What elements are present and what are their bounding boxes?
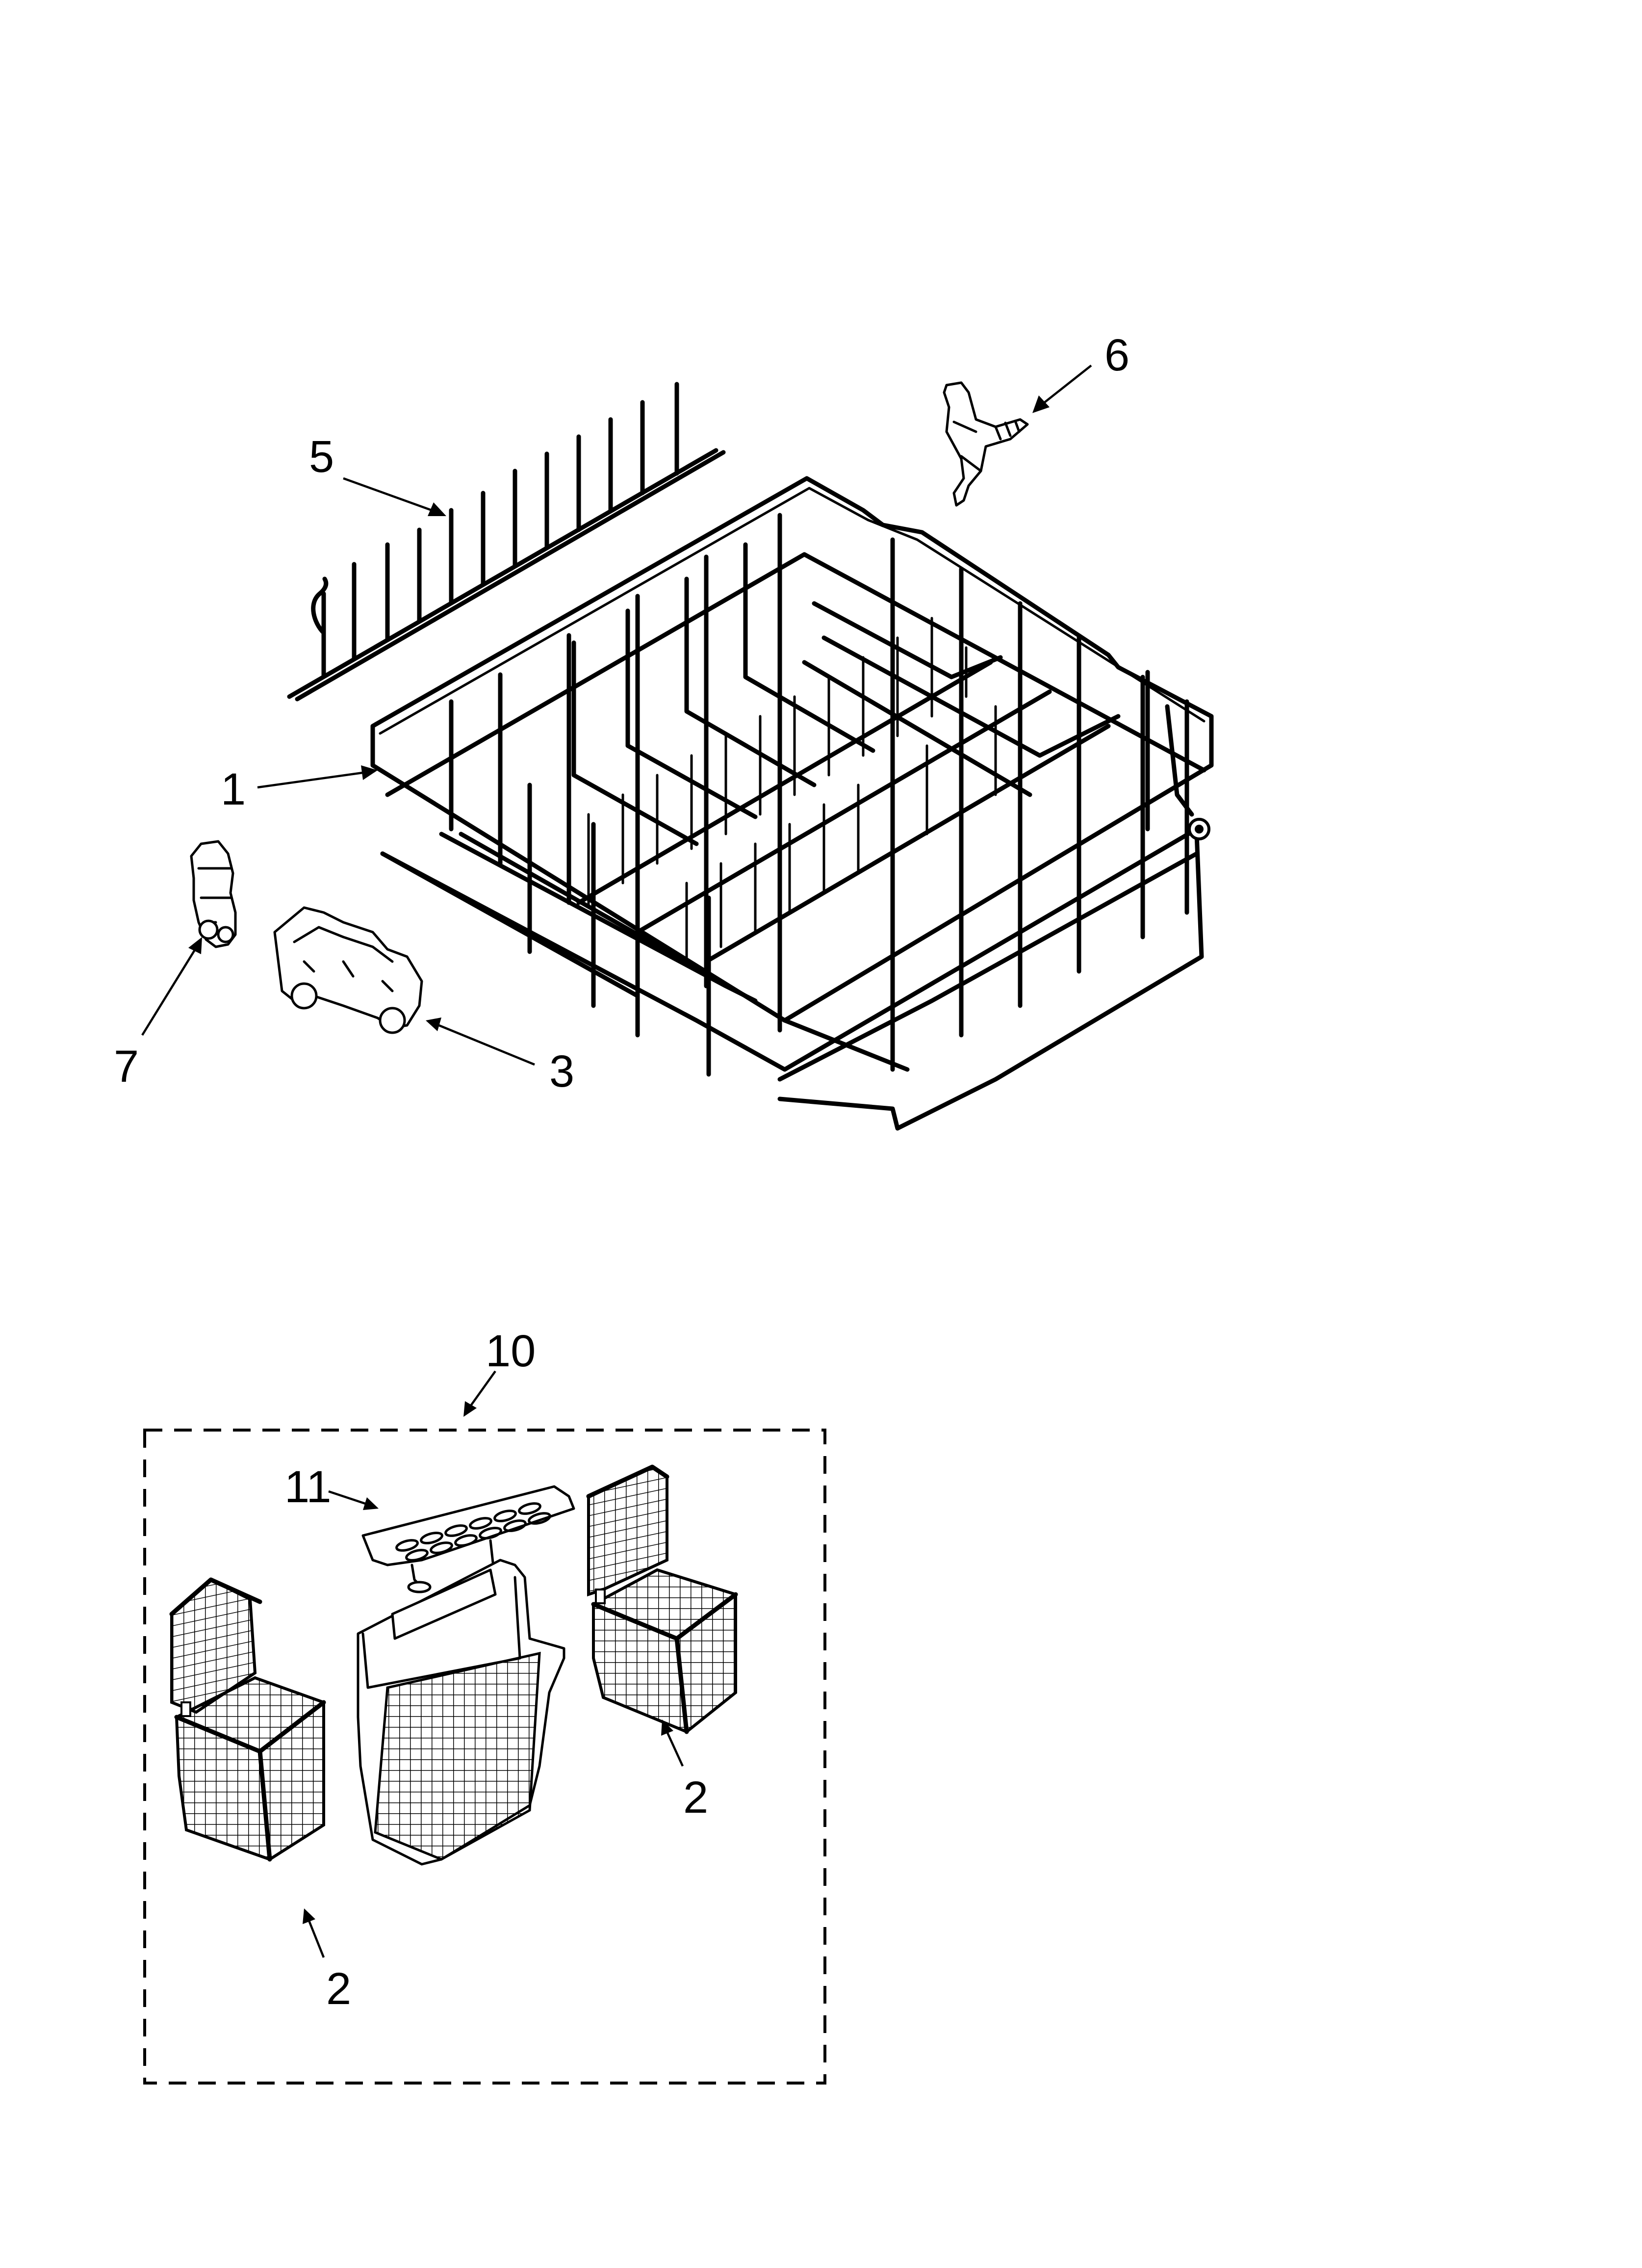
clip-part xyxy=(943,381,1029,507)
callout-7: 7 xyxy=(114,1042,139,1092)
roller-assembly-part xyxy=(273,906,423,1034)
tine-row-part xyxy=(287,382,726,702)
basket-cover-part xyxy=(361,1485,575,1593)
leader-lines xyxy=(141,365,1092,1958)
callout-11: 11 xyxy=(284,1462,332,1512)
stop-part xyxy=(190,840,237,948)
callout-3: 3 xyxy=(549,1046,574,1096)
basket-kit-boundary xyxy=(143,1429,826,2085)
callout-2-right: 2 xyxy=(683,1773,708,1823)
left-basket-part xyxy=(169,1577,326,1862)
callout-5: 5 xyxy=(309,432,334,482)
callout-6: 6 xyxy=(1104,330,1129,380)
lower-rack-part xyxy=(370,476,1214,1131)
callout-2-left: 2 xyxy=(326,1964,351,2014)
callout-1: 1 xyxy=(221,764,246,814)
callout-10: 10 xyxy=(486,1326,536,1376)
callout-labels: 5 6 1 7 3 10 11 2 2 xyxy=(114,330,1129,2014)
right-basket-part xyxy=(586,1464,738,1734)
center-basket-part xyxy=(357,1559,565,1866)
